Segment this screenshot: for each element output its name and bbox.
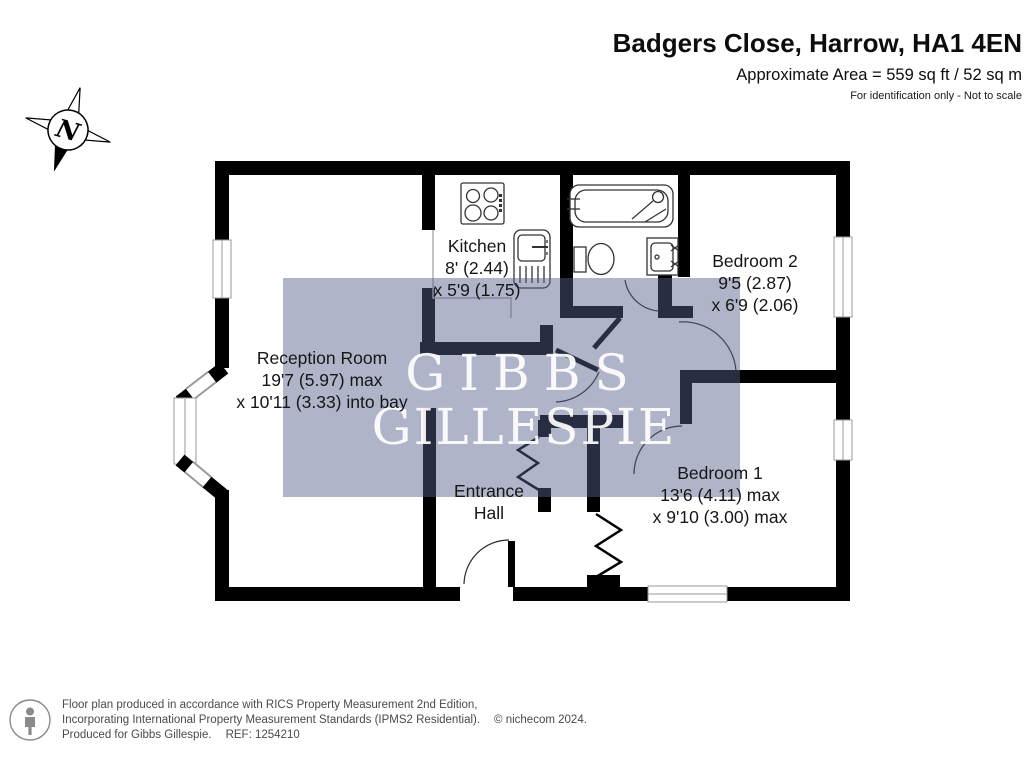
watermark-text: GIBBS GILLESPIE: [372, 344, 677, 456]
compass-icon: N: [25, 87, 111, 172]
bedroom1-bifold-door-icon: [593, 512, 624, 579]
sink-icon: [513, 229, 551, 289]
room-dim: 9'5 (2.87): [718, 273, 792, 293]
room-dim: 19'7 (5.97) max: [261, 370, 383, 390]
kitchen-door-leaf: [554, 347, 600, 373]
bedroom2-window: [833, 236, 853, 318]
person-icon: [9, 699, 51, 741]
bedroom1-side-window: [833, 419, 853, 461]
footer: Floor plan produced in accordance with R…: [8, 698, 587, 743]
room-name: Bedroom 2: [712, 251, 798, 271]
footer-line2: Incorporating International Property Mea…: [62, 714, 481, 726]
room-dim: x 9'10 (3.00) max: [652, 507, 788, 527]
bedroom2-door-arc: [678, 321, 737, 372]
fixtures: [460, 182, 680, 289]
footer-line3: Produced for Gibbs Gillespie.: [62, 729, 212, 741]
footer-line1: Floor plan produced in accordance with R…: [62, 699, 478, 711]
room-dim: 13'6 (4.11) max: [660, 485, 780, 505]
identification-note: For identification only - Not to scale: [850, 90, 1022, 102]
watermark-line2: GILLESPIE: [372, 398, 677, 456]
room-name: Reception Room: [256, 348, 388, 368]
hall-bifold-door-icon: [515, 435, 541, 492]
bedroom1-door-arc: [633, 425, 683, 475]
bay-window: [173, 362, 229, 502]
bathroom-door-arc: [624, 279, 660, 312]
entrance-hall-label: Entrance Hall: [454, 480, 524, 524]
room-dim: 8' (2.44): [445, 258, 509, 278]
room-name: Hall: [473, 503, 505, 523]
bathroom-door-leaf: [592, 316, 622, 350]
footer-text: Floor plan produced in accordance with R…: [62, 698, 587, 743]
footer-ref: REF: 1254210: [225, 729, 300, 741]
bedroom1-label: Bedroom 1 13'6 (4.11) max x 9'10 (3.00) …: [653, 462, 788, 528]
header: Badgers Close, Harrow, HA1 4EN Approxima…: [613, 28, 1022, 102]
watermark-box: [283, 278, 740, 497]
bedroom1-bottom-window: [647, 585, 728, 603]
room-name: Kitchen: [447, 236, 507, 256]
room-name: Bedroom 1: [677, 463, 763, 483]
room-dim: x 5'9 (1.75): [433, 280, 521, 300]
entrance-door-arc: [463, 539, 510, 585]
doors: [463, 279, 737, 587]
bath-icon: [567, 184, 674, 228]
windows: [212, 236, 853, 603]
room-dim: x 10'11 (3.33) into bay: [236, 392, 408, 412]
approximate-area: Approximate Area = 559 sq ft / 52 sq m: [736, 66, 1022, 84]
hob-icon: [460, 182, 505, 225]
watermark-line1: GIBBS: [405, 344, 642, 402]
room-name: Entrance: [453, 481, 525, 501]
footer-copyright: © nichecom 2024.: [494, 714, 587, 726]
kitchen-boundary-line: [432, 230, 512, 318]
kitchen-door-arc: [555, 371, 600, 403]
toilet-icon: [573, 242, 615, 276]
reception-window: [212, 239, 232, 299]
bedroom2-label: Bedroom 2 9'5 (2.87) x 6'9 (2.06): [712, 250, 799, 316]
kitchen-label: Kitchen 8' (2.44) x 5'9 (1.75): [434, 235, 521, 301]
entrance-door-leaf: [508, 541, 515, 587]
page-title: Badgers Close, Harrow, HA1 4EN: [612, 28, 1022, 58]
basin-icon: [646, 237, 680, 276]
reception-room-label: Reception Room 19'7 (5.97) max x 10'11 (…: [236, 347, 407, 413]
room-dim: x 6'9 (2.06): [711, 295, 799, 315]
